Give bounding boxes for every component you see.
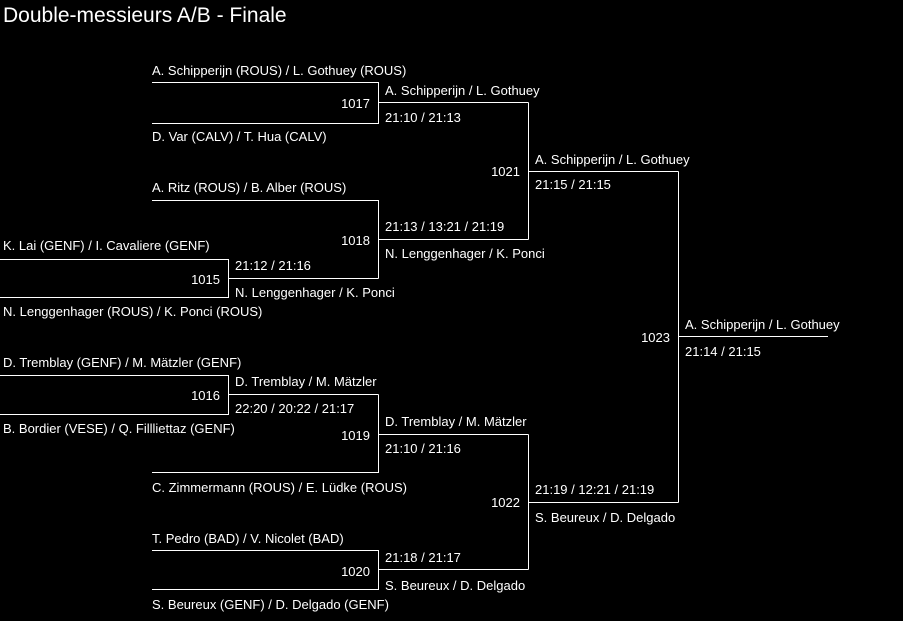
match-score: 22:20 / 20:22 / 21:17 bbox=[235, 401, 354, 416]
match-score: 21:18 / 21:17 bbox=[385, 550, 461, 565]
player-d-var-t-hua: D. Var (CALV) / T. Hua (CALV) bbox=[152, 129, 327, 144]
match-winner: N. Lenggenhager / K. Ponci bbox=[235, 285, 395, 300]
match-score: 21:12 / 21:16 bbox=[235, 258, 311, 273]
match-winner: S. Beureux / D. Delgado bbox=[385, 578, 525, 593]
match-winner: A. Schipperijn / L. Gothuey bbox=[385, 83, 540, 98]
match-winner: D. Tremblay / M. Mätzler bbox=[235, 374, 377, 389]
player-t-pedro-v-nicolet: T. Pedro (BAD) / V. Nicolet (BAD) bbox=[152, 531, 344, 546]
bracket-line bbox=[152, 394, 379, 473]
final-winner: A. Schipperijn / L. Gothuey bbox=[685, 317, 840, 332]
player-a-ritz-b-alber: A. Ritz (ROUS) / B. Alber (ROUS) bbox=[152, 180, 346, 195]
match-number: 1016 bbox=[191, 388, 220, 403]
match-1018: A. Ritz (ROUS) / B. Alber (ROUS) 1018 21… bbox=[152, 180, 545, 279]
match-winner: A. Schipperijn / L. Gothuey bbox=[535, 152, 690, 167]
match-winner: N. Lenggenhager / K. Ponci bbox=[385, 246, 545, 261]
match-number: 1018 bbox=[341, 233, 370, 248]
match-winner: D. Tremblay / M. Mätzler bbox=[385, 414, 527, 429]
match-number: 1015 bbox=[191, 272, 220, 287]
match-1017: A. Schipperijn (ROUS) / L. Gothuey (ROUS… bbox=[152, 63, 540, 144]
page-title: Double-messieurs A/B - Finale bbox=[3, 4, 287, 27]
player-s-beureux-d-delgado: S. Beureux (GENF) / D. Delgado (GENF) bbox=[152, 597, 389, 612]
player-d-tremblay-m-matzler: D. Tremblay (GENF) / M. Mätzler (GENF) bbox=[3, 355, 241, 370]
match-score: 21:15 / 21:15 bbox=[535, 177, 611, 192]
match-1015: K. Lai (GENF) / I. Cavaliere (GENF) N. L… bbox=[0, 238, 395, 319]
match-score: 21:14 / 21:15 bbox=[685, 344, 761, 359]
match-score: 21:10 / 21:13 bbox=[385, 110, 461, 125]
match-number: 1017 bbox=[341, 96, 370, 111]
match-number: 1019 bbox=[341, 428, 370, 443]
match-1020: T. Pedro (BAD) / V. Nicolet (BAD) S. Beu… bbox=[152, 531, 529, 612]
match-1022: 1022 21:19 / 12:21 / 21:19 S. Beureux / … bbox=[491, 434, 679, 570]
match-1019: C. Zimmermann (ROUS) / E. Lüdke (ROUS) 1… bbox=[152, 394, 529, 495]
player-b-bordier-q-fillliettaz: B. Bordier (VESE) / Q. Fillliettaz (GENF… bbox=[3, 421, 235, 436]
player-c-zimmermann-e-ludke: C. Zimmermann (ROUS) / E. Lüdke (ROUS) bbox=[152, 480, 407, 495]
match-1023-final: 1023 A. Schipperijn / L. Gothuey 21:14 /… bbox=[641, 171, 840, 503]
match-1016: D. Tremblay (GENF) / M. Mätzler (GENF) B… bbox=[0, 355, 379, 436]
match-number: 1023 bbox=[641, 330, 670, 345]
match-1021: 1021 A. Schipperijn / L. Gothuey 21:15 /… bbox=[491, 102, 690, 240]
match-number: 1021 bbox=[491, 164, 520, 179]
bracket-line bbox=[152, 200, 379, 279]
player-k-lai-i-cavaliere: K. Lai (GENF) / I. Cavaliere (GENF) bbox=[3, 238, 210, 253]
match-winner: S. Beureux / D. Delgado bbox=[535, 510, 675, 525]
match-score: 21:19 / 12:21 / 21:19 bbox=[535, 482, 654, 497]
player-a-schipperijn-l-gothuey: A. Schipperijn (ROUS) / L. Gothuey (ROUS… bbox=[152, 63, 406, 78]
match-number: 1020 bbox=[341, 564, 370, 579]
match-number: 1022 bbox=[491, 495, 520, 510]
match-score: 21:13 / 13:21 / 21:19 bbox=[385, 219, 504, 234]
match-score: 21:10 / 21:16 bbox=[385, 441, 461, 456]
player-n-lenggenhager-k-ponci: N. Lenggenhager (ROUS) / K. Ponci (ROUS) bbox=[3, 304, 262, 319]
